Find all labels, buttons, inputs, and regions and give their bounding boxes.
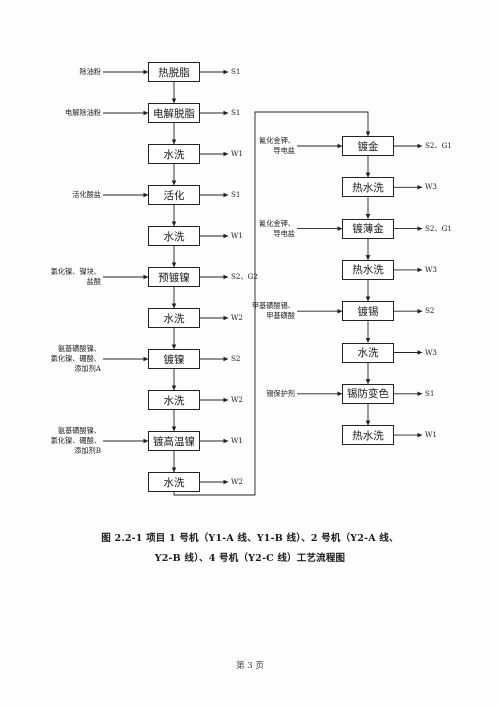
step-output-label: W3	[425, 182, 437, 192]
step-input-label: 氨基磺酸镍、氯化镍、硼酸、添加剂A	[50, 344, 101, 373]
step-input-label: 氰化金钾、导电盐	[259, 136, 295, 155]
cross-column-connector	[173, 111, 371, 496]
process-step-box: 镀镍	[148, 349, 200, 369]
step-input-label: 氯化镍、镍块、盐酸	[50, 267, 101, 286]
step-output-label: S2、G2	[231, 272, 258, 281]
process-step-box: 镀锡	[342, 301, 394, 322]
step-input-label: 电解除油粉	[65, 108, 101, 117]
step-output-label: W3	[425, 264, 437, 274]
process-step-box: 水洗	[148, 472, 200, 492]
step-output-label: S2、G1	[425, 223, 452, 233]
process-step-box: 水洗	[148, 226, 200, 246]
step-output-label: S2、G1	[425, 141, 452, 150]
process-step-box: 水洗	[148, 390, 200, 410]
process-step-box: 热水洗	[342, 259, 394, 280]
process-step-box: 热脱脂	[148, 62, 200, 82]
step-input-label: 锡保护剂	[266, 388, 295, 398]
step-output-label: W1	[231, 231, 243, 240]
step-output-label: S1	[231, 67, 241, 76]
step-output-label: W2	[231, 395, 243, 404]
process-step-box: 热水洗	[342, 425, 394, 446]
process-step-box: 水洗	[148, 308, 200, 328]
process-step-box: 预镀镍	[148, 267, 200, 287]
process-step-box: 镀高温镍	[148, 431, 200, 451]
step-input-label: 甲基磺酸锡、甲基磺酸	[251, 301, 295, 321]
process-step-box: 热水洗	[342, 177, 394, 198]
step-input-label: 活化酸盐	[72, 190, 101, 199]
process-step-box: 水洗	[148, 144, 200, 164]
figure-caption-line-1: 图 2.2-1 项目 1 号机（Y1-A 线、Y1-B 线）、2 号机（Y2-A…	[101, 533, 399, 544]
process-step-box: 活化	[148, 185, 200, 205]
process-step-box: 锡防变色	[342, 383, 394, 404]
step-output-label: W1	[231, 436, 243, 445]
step-output-label: S1	[425, 388, 435, 398]
step-output-label: S2	[231, 354, 241, 363]
step-output-label: W3	[425, 347, 437, 357]
process-step-box: 镀金	[342, 136, 394, 156]
step-output-label: S2	[425, 306, 435, 316]
step-output-label: S1	[231, 108, 241, 117]
process-step-box: 镀薄金	[342, 218, 394, 239]
step-output-label: W2	[231, 477, 243, 486]
step-output-label: W1	[425, 430, 437, 440]
process-step-box: 电解脱脂	[148, 103, 200, 123]
step-input-label: 氨基磺酸镍、氯化镍、硼酸、添加剂B	[50, 426, 101, 455]
step-output-label: W1	[231, 149, 243, 158]
figure-caption-line-2: Y2-B 线）、4 号机（Y2-C 线）工艺流程图	[154, 553, 346, 564]
step-output-label: W2	[231, 313, 243, 322]
page-number: 第 3 页	[236, 661, 264, 671]
process-step-box: 水洗	[342, 342, 394, 363]
step-input-label: 除油粉	[79, 67, 101, 76]
step-output-label: S1	[231, 190, 241, 199]
step-input-label: 氰化金钾、导电盐	[259, 218, 295, 238]
